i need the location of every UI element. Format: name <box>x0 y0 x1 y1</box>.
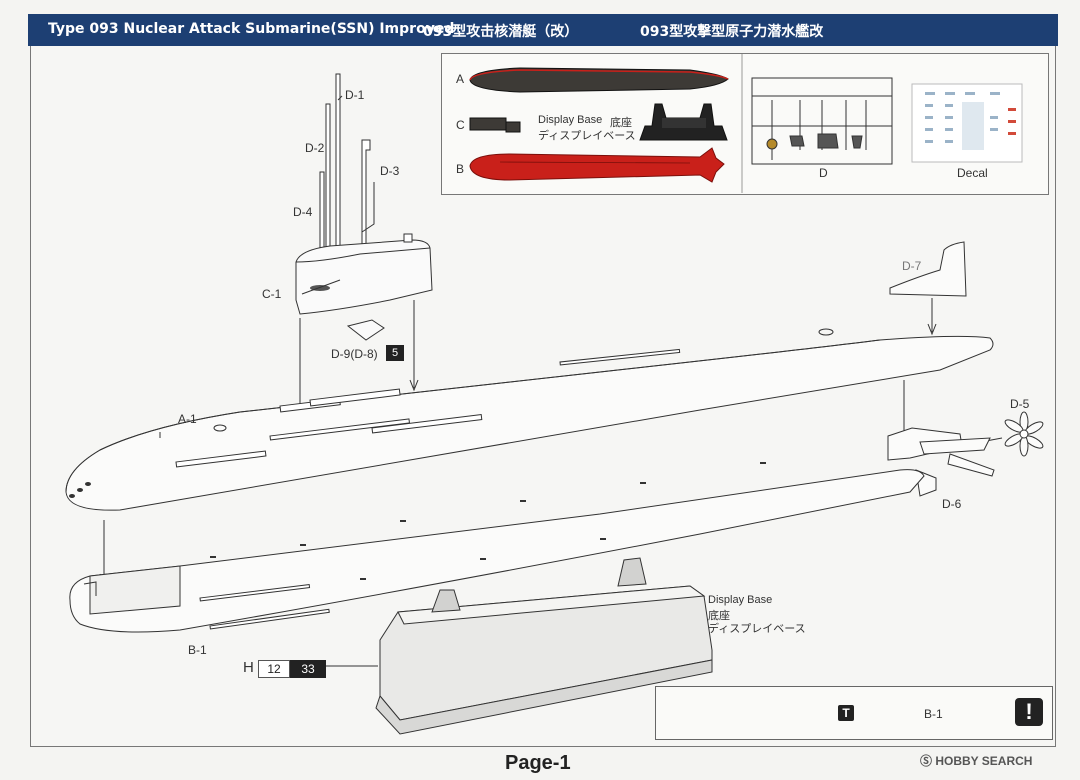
stand-support-rear <box>617 557 647 587</box>
mast-d2 <box>325 103 331 253</box>
callout-d2: D-2 <box>305 141 325 155</box>
callout-c1: C-1 <box>262 287 282 301</box>
mast-d4 <box>319 171 325 253</box>
callout-d4: D-4 <box>293 205 313 219</box>
part-b-label: B <box>456 162 465 176</box>
part-a-label: A <box>456 72 465 86</box>
header-bar: Type 093 Nuclear Attack Submarine(SSN) I… <box>28 14 1058 46</box>
watermark-text: HOBBY SEARCH <box>935 754 1033 768</box>
callout-d9: D-9(D-8) <box>331 347 378 361</box>
part-b-lower-hull <box>469 147 725 183</box>
part-c-label: C <box>456 118 465 132</box>
stand-support-front <box>431 589 461 613</box>
paint-letter: H <box>243 659 254 676</box>
note-part-label: B-1 <box>924 707 943 721</box>
stand-label-jp: ディスプレイベース <box>708 623 806 635</box>
upper-rudder-d7 <box>889 241 967 297</box>
parts-base-cn: 底座 <box>610 117 632 129</box>
callout-d1: D-1 <box>345 88 365 102</box>
callout-d5: D-5 <box>1010 397 1030 411</box>
page-number: Page-1 <box>505 752 571 774</box>
callout-a1: A-1 <box>178 412 197 426</box>
title-english: Type 093 Nuclear Attack Submarine(SSN) I… <box>48 21 455 37</box>
callout-d3: D-3 <box>380 164 400 178</box>
lower-hull-b1 <box>69 469 925 633</box>
part-d-sprue <box>751 77 893 165</box>
stand-label-cn: 底座 <box>708 610 730 622</box>
parts-base-en: Display Base <box>538 114 603 126</box>
propeller-d5 <box>1004 411 1044 457</box>
fin-d9 <box>346 319 385 341</box>
part-c-sail-sprue <box>469 117 507 131</box>
callout-d6: D-6 <box>942 497 962 511</box>
decal-label: Decal <box>957 166 988 180</box>
note-badge: T <box>838 705 854 721</box>
watermark-logo-icon: Ⓢ <box>920 754 936 768</box>
mast-d1 <box>335 73 341 255</box>
sail-c1 <box>295 239 433 315</box>
warning-icon: ! <box>1015 698 1043 726</box>
paint-code: 12 <box>258 660 290 678</box>
callout-b1: B-1 <box>188 643 207 657</box>
callout-d9-badge: 5 <box>386 345 404 361</box>
painting-note-box <box>655 686 1053 740</box>
stand-label-en: Display Base <box>708 594 773 606</box>
title-japanese: 093型攻撃型原子力潜水艦改 <box>640 24 824 40</box>
parts-base-jp: ディスプレイベース <box>538 130 636 142</box>
mast-d3 <box>361 139 371 245</box>
callout-d7: D-7 <box>902 259 922 273</box>
part-d-label: D <box>819 166 828 180</box>
watermark: Ⓢ HOBBY SEARCH <box>920 752 1032 769</box>
paint-color-number: 33 <box>290 660 326 678</box>
title-chinese: 093型攻击核潜艇（改） <box>423 24 579 40</box>
